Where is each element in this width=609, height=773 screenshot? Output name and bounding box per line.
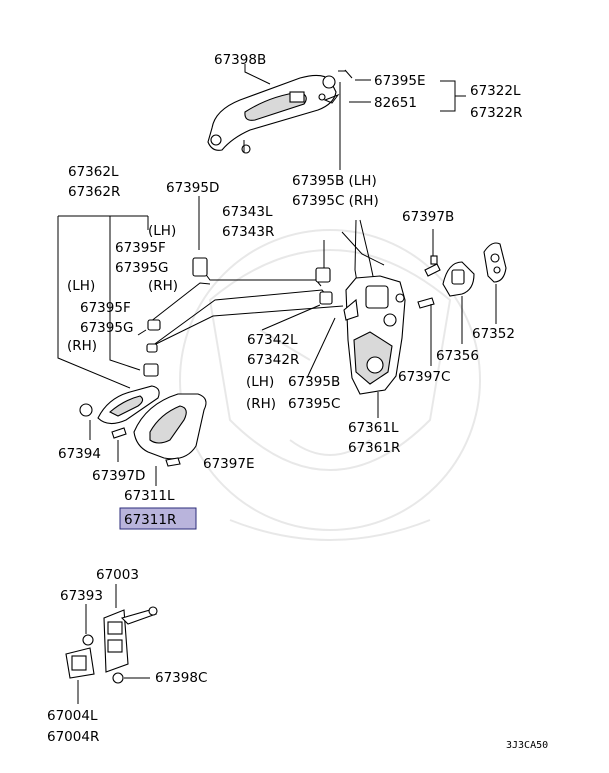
label-67004r: 67004R [47,729,99,745]
label-67343l: 67343L [222,204,273,220]
screw-67397c [417,297,435,309]
label-67003: 67003 [96,567,139,583]
label-67361r: 67361R [348,440,400,456]
label-67342r: 67342R [247,352,299,368]
label-67395g-1: 67395G [115,260,168,276]
label-67395c-rh: 67395C (RH) [292,193,379,209]
label-67397c: 67397C [398,369,450,385]
door-latch-assembly [343,275,406,395]
label-67004l: 67004L [47,708,98,724]
label-67362l: 67362L [68,164,119,180]
label-rh-3: (RH) [246,396,276,412]
highlight-box [119,507,197,530]
label-67311l: 67311L [124,488,175,504]
label-67398b: 67398B [214,52,266,68]
label-82651: 82651 [374,95,417,111]
label-67362r: 67362R [68,184,120,200]
outside-handle-assembly [207,74,337,154]
label-67395b-2: 67395B [288,374,340,390]
label-67322l: 67322L [470,83,521,99]
label-67397b: 67397B [402,209,454,225]
label-67356: 67356 [436,348,479,364]
label-67395e: 67395E [374,73,425,89]
label-67398c: 67398C [155,670,207,686]
pad-67352 [483,242,507,283]
label-lh-1: (LH) [148,223,176,239]
label-67395c-2: 67395C [288,396,340,412]
screw-67397b [424,255,441,277]
label-67397e: 67397E [203,456,254,472]
label-67395f-2: 67395F [80,300,131,316]
watermark-emblem [179,229,481,541]
label-67361l: 67361L [348,420,399,436]
label-67397d: 67397D [92,468,145,484]
striker-67356 [442,261,475,297]
label-rh-1: (RH) [148,278,178,294]
label-67395d: 67395D [166,180,219,196]
label-67352: 67352 [472,326,515,342]
label-67342l: 67342L [247,332,298,348]
label-lh-2: (LH) [67,278,95,294]
inside-handle-assembly [79,385,207,467]
label-67322r: 67322R [470,105,522,121]
label-67343r: 67343R [222,224,274,240]
label-67394: 67394 [58,446,101,462]
label-67395f-1: 67395F [115,240,166,256]
label-67395b-lh: 67395B (LH) [292,173,377,189]
label-lh-3: (LH) [246,374,274,390]
label-rh-2: (RH) [67,338,97,354]
diagram-code: 3J3CA50 [506,740,548,751]
label-67311r[interactable]: 67311R [124,512,176,528]
door-check-assembly [65,606,158,684]
label-67395g-2: 67395G [80,320,133,336]
label-67393: 67393 [60,588,103,604]
